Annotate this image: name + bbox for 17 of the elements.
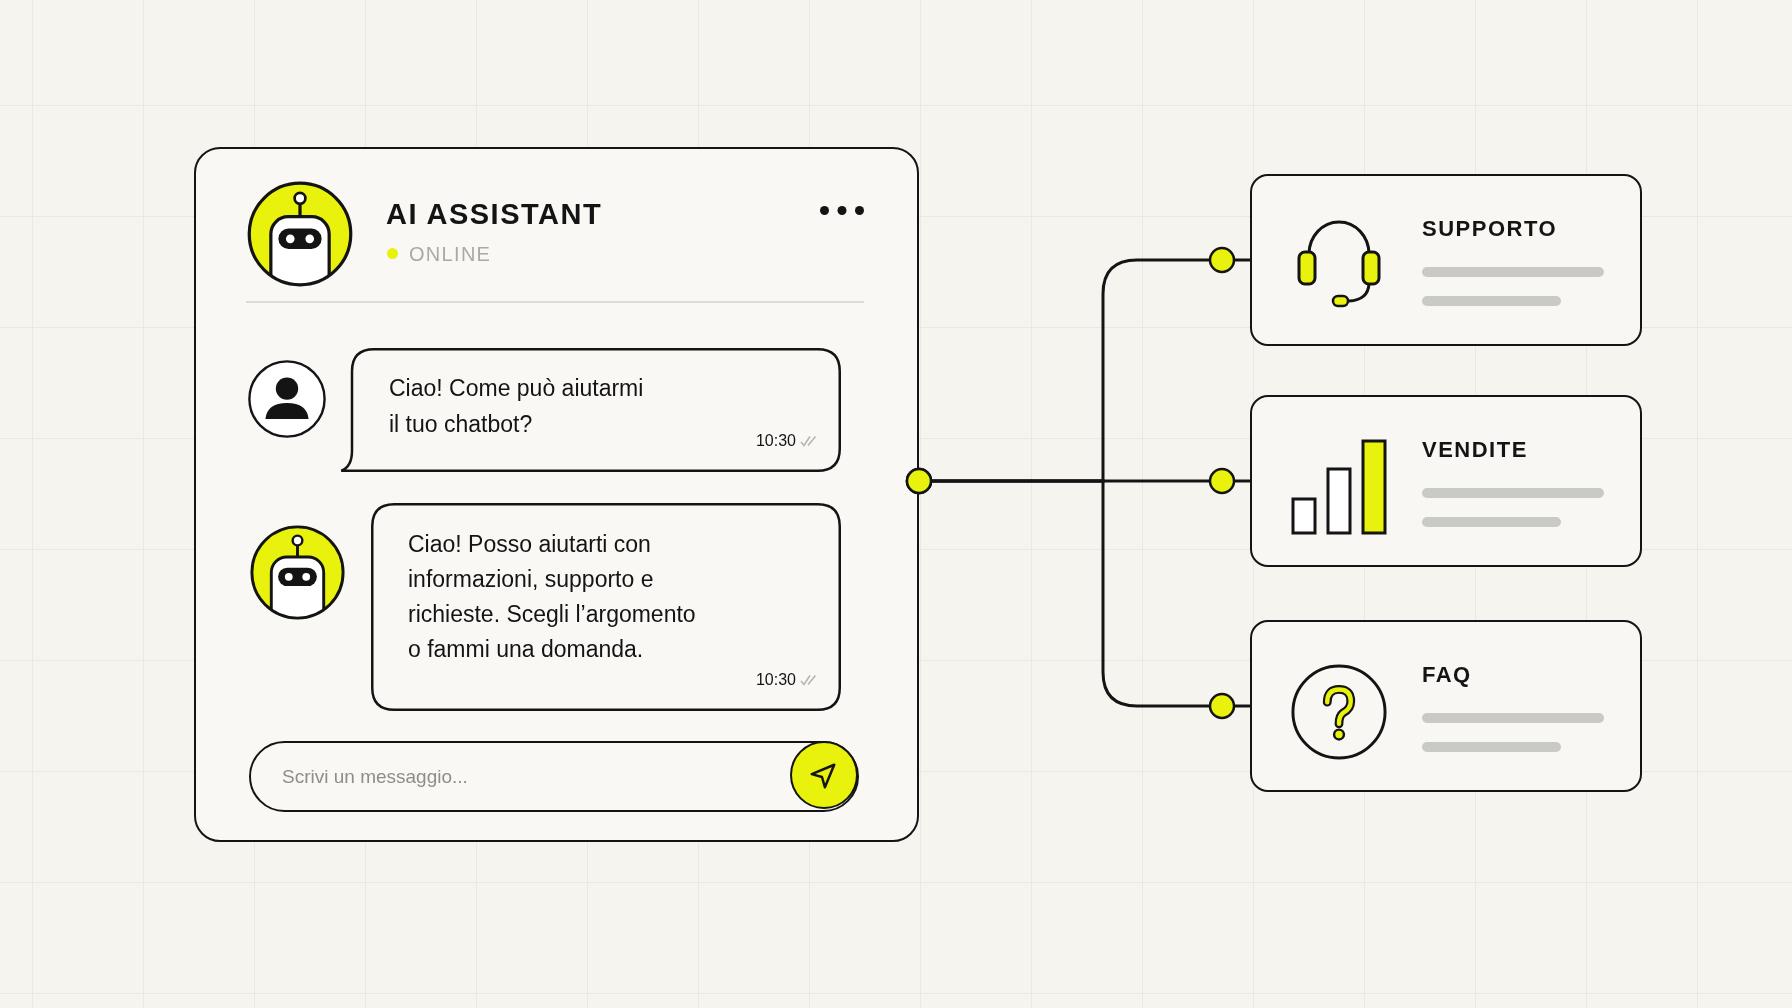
message-text: Ciao! Come può aiutarmi il tuo chatbot?	[389, 374, 645, 439]
connector-line	[905, 467, 1250, 720]
chat-window-panel	[194, 147, 919, 842]
chat-title: AI ASSISTANT	[386, 197, 603, 231]
category-card	[1250, 620, 1642, 792]
timestamp: 10:30	[755, 671, 796, 689]
chat-bubble	[371, 503, 841, 711]
status-text: ONLINE	[409, 242, 492, 266]
card-title: VENDITE	[1422, 437, 1528, 463]
card-title: SUPPORTO	[1422, 216, 1558, 242]
card-title: FAQ	[1422, 662, 1472, 688]
category-card	[1250, 174, 1642, 346]
category-card	[1250, 395, 1642, 567]
message-input-field: Scrivi un messaggio...	[249, 741, 859, 812]
timestamp: 10:30	[755, 432, 796, 450]
message-text: Ciao! Posso aiutarti con informazioni, supporto e richieste. Scegli l’argomento o fammi una domanda.	[408, 530, 697, 664]
chat-bubble	[340, 348, 841, 472]
